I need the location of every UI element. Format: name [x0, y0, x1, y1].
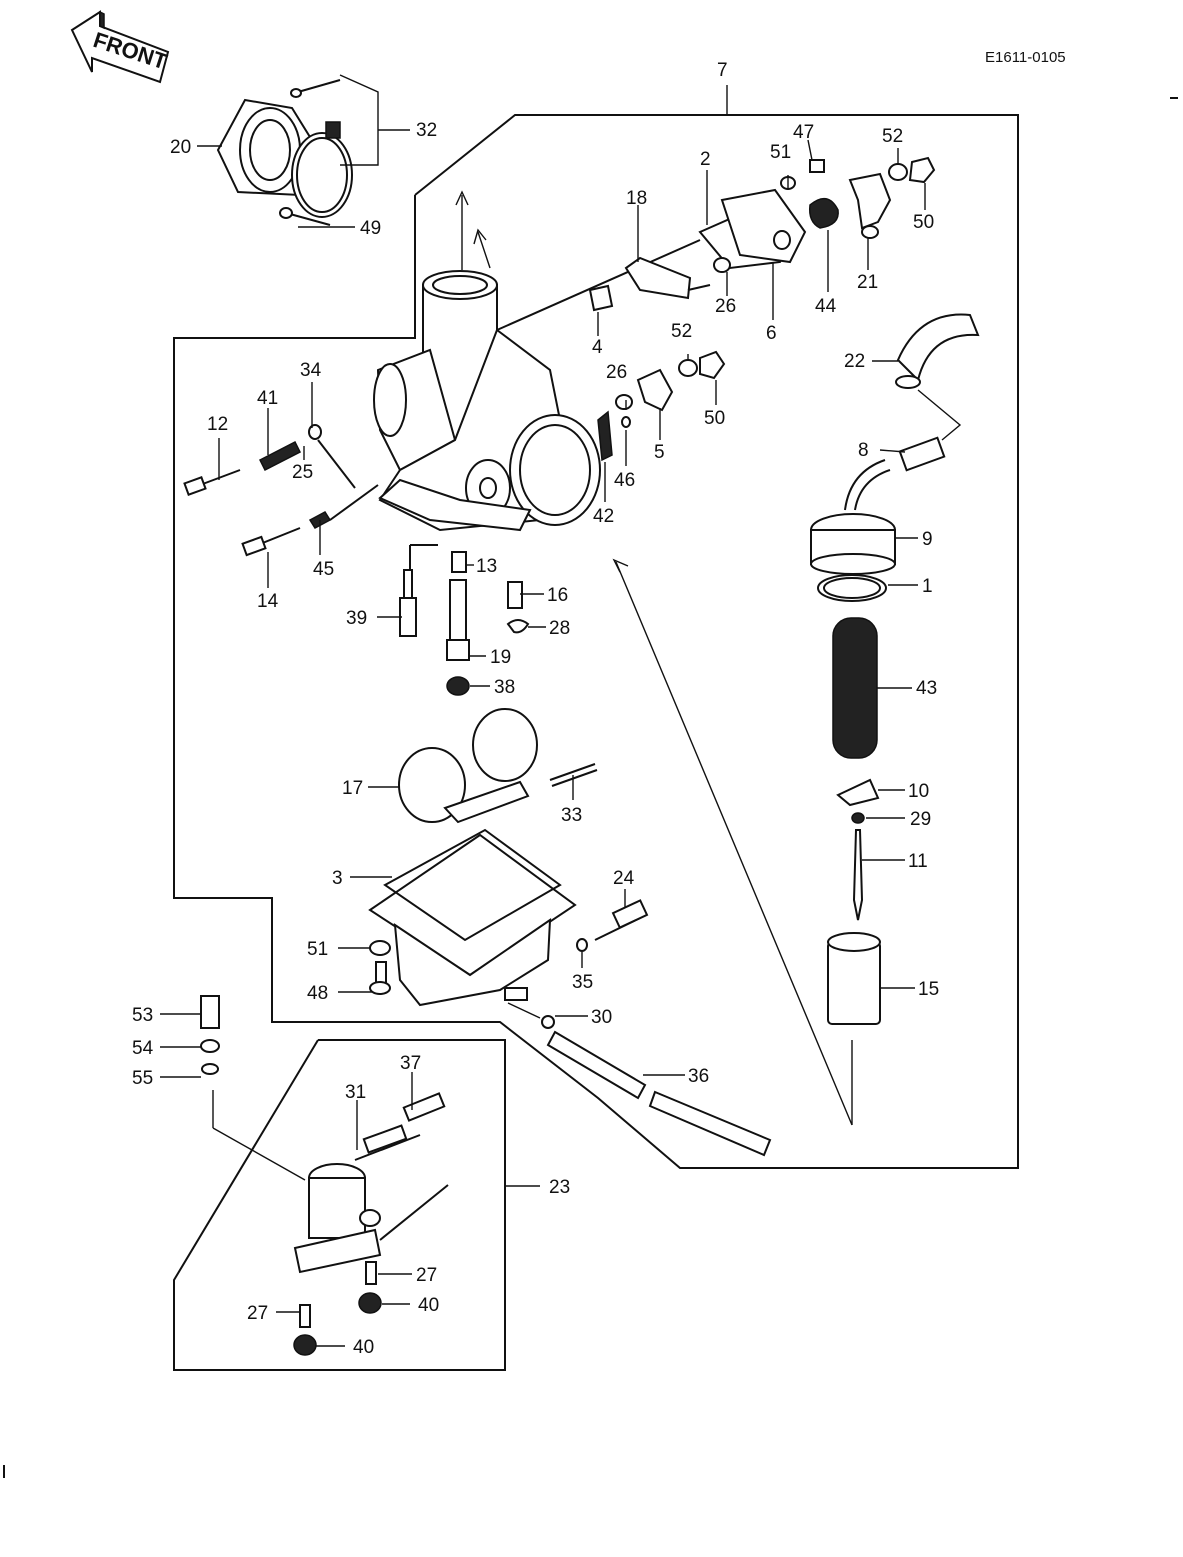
callout-8: 8: [858, 440, 869, 461]
callout-55: 55: [132, 1068, 153, 1089]
callout-50b: 50: [704, 408, 725, 429]
callout-50a: 50: [913, 212, 934, 233]
callout-13: 13: [476, 556, 497, 577]
callout-41: 41: [257, 388, 278, 409]
callout-7: 7: [717, 60, 728, 81]
callout-17: 17: [342, 778, 363, 799]
callout-51b: 51: [307, 939, 328, 960]
callout-3: 3: [332, 868, 343, 889]
callout-20: 20: [170, 137, 191, 158]
callout-25: 25: [292, 462, 313, 483]
float-assembly: [398, 708, 598, 824]
callout-36: 36: [688, 1066, 709, 1087]
callout-46: 46: [614, 470, 635, 491]
callout-54: 54: [132, 1038, 154, 1059]
callout-12: 12: [207, 414, 228, 435]
callout-26a: 26: [715, 296, 736, 317]
callout-21: 21: [857, 272, 878, 293]
callout-35: 35: [572, 972, 593, 993]
fuel-pump: [293, 1092, 449, 1356]
callout-53: 53: [132, 1005, 153, 1026]
callout-48: 48: [307, 983, 328, 1004]
callout-40b: 40: [353, 1337, 374, 1358]
callout-51a: 51: [770, 142, 791, 163]
callout-6: 6: [766, 323, 777, 344]
callout-16: 16: [547, 585, 568, 606]
mounting-bolts: [200, 995, 306, 1181]
callout-27b: 27: [247, 1303, 268, 1324]
drawing-code: E1611-0105: [985, 49, 1066, 66]
callout-22: 22: [844, 351, 865, 372]
drain-hose: [546, 1030, 772, 1157]
callout-9: 9: [922, 529, 933, 550]
jets-needle-valve: [399, 410, 631, 696]
callout-32: 32: [416, 120, 437, 141]
callout-33: 33: [561, 805, 582, 826]
callout-2: 2: [700, 149, 711, 170]
callout-29: 29: [910, 809, 931, 830]
callout-42: 42: [593, 506, 614, 527]
assembly-boundary-7: [173, 114, 1019, 1169]
callout-52a: 52: [882, 126, 903, 147]
callout-labels: 7 32 20 49 2 18 47 51 52 50 26 6 44 21 4…: [132, 60, 939, 1358]
callout-52b: 52: [671, 321, 692, 342]
callout-10: 10: [908, 781, 929, 802]
callout-47: 47: [793, 122, 814, 143]
callout-4: 4: [592, 337, 603, 358]
callout-14: 14: [257, 591, 279, 612]
callout-28: 28: [549, 618, 570, 639]
intake-holder: [216, 79, 353, 226]
callout-40a: 40: [418, 1295, 439, 1316]
callout-34: 34: [300, 360, 322, 381]
callout-5: 5: [654, 442, 665, 463]
callout-38: 38: [494, 677, 515, 698]
leader-lines: [160, 74, 962, 1347]
callout-1: 1: [922, 576, 933, 597]
callout-45: 45: [313, 559, 334, 580]
callout-24: 24: [613, 868, 635, 889]
callout-39: 39: [346, 608, 367, 629]
assembly-arrows: [455, 190, 853, 1126]
adjusting-screws: [183, 424, 379, 557]
float-bowl: [368, 828, 649, 1029]
callout-43: 43: [916, 678, 937, 699]
front-arrow-badge: FRONT: [70, 10, 171, 84]
callout-11: 11: [908, 851, 928, 872]
callout-18: 18: [626, 188, 647, 209]
carburetor-body: [373, 239, 701, 532]
callout-19: 19: [490, 647, 511, 668]
callout-30: 30: [591, 1007, 612, 1028]
callout-15: 15: [918, 979, 939, 1000]
callout-23: 23: [549, 1177, 570, 1198]
callout-44: 44: [815, 296, 837, 317]
callout-31: 31: [345, 1082, 366, 1103]
callout-49: 49: [360, 218, 381, 239]
cap-spring-slide: [810, 313, 980, 1025]
callout-27a: 27: [416, 1265, 437, 1286]
callout-37: 37: [400, 1053, 421, 1074]
callout-26b: 26: [606, 362, 627, 383]
assembly-boundary-23: [173, 1039, 506, 1371]
